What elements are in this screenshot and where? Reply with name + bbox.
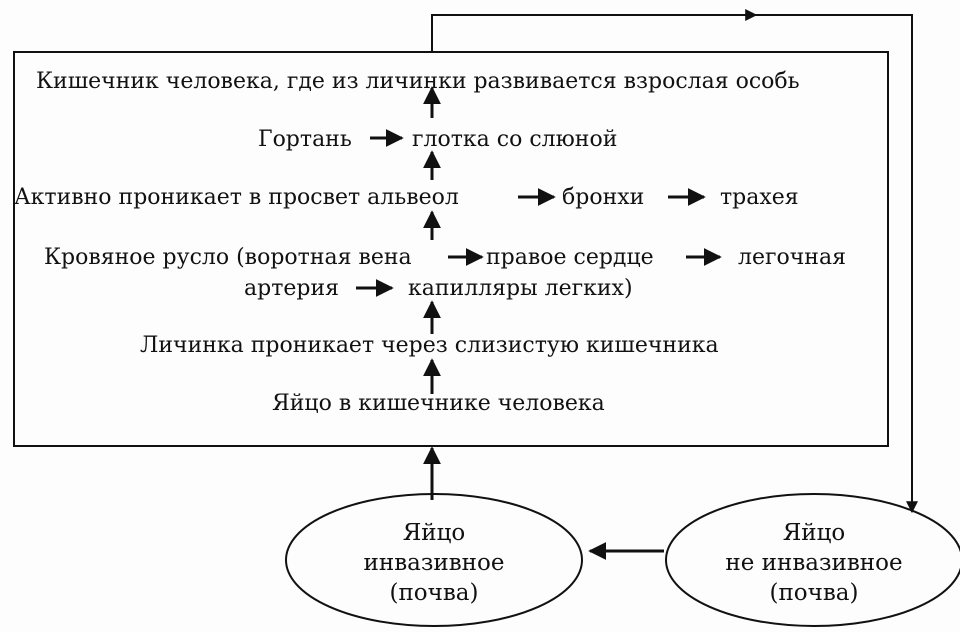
row3-alveoli: Активно проникает в просвет альвеол (14, 185, 459, 210)
row7-text: Яйцо в кишечнике человека (272, 391, 605, 416)
row5-capillaries: капилляры легких) (408, 276, 633, 301)
row3-bronchi: бронхи (562, 185, 644, 210)
right-ellipse-line3: (почва) (770, 580, 859, 606)
row2-larynx: Гортань (258, 127, 352, 152)
row4-portal-vein: Кровяное русло (воротная вена (44, 245, 412, 270)
left-ellipse-line2: инвазивное (364, 550, 505, 576)
return-path-line-down (758, 14, 913, 508)
row4-pulmonary: легочная (738, 245, 846, 270)
right-ellipse (665, 493, 960, 627)
row6-text: Личинка проникает через слизистую кишечн… (140, 333, 719, 358)
left-ellipse-line1: Яйцо (403, 520, 466, 546)
right-ellipse-line2: не инвазивное (725, 550, 902, 576)
left-ellipse (285, 493, 583, 627)
left-ellipse-line3: (почва) (390, 580, 479, 606)
row4-right-heart: правое сердце (486, 245, 654, 270)
main-box (13, 51, 889, 447)
row2-pharynx: глотка со слюной (412, 127, 617, 152)
right-ellipse-line1: Яйцо (783, 520, 846, 546)
row5-artery: артерия (244, 276, 339, 301)
row3-trachea: трахея (720, 185, 799, 210)
row1-text: Кишечник человека, где из личинки развив… (36, 69, 800, 94)
return-path-line (431, 14, 758, 52)
